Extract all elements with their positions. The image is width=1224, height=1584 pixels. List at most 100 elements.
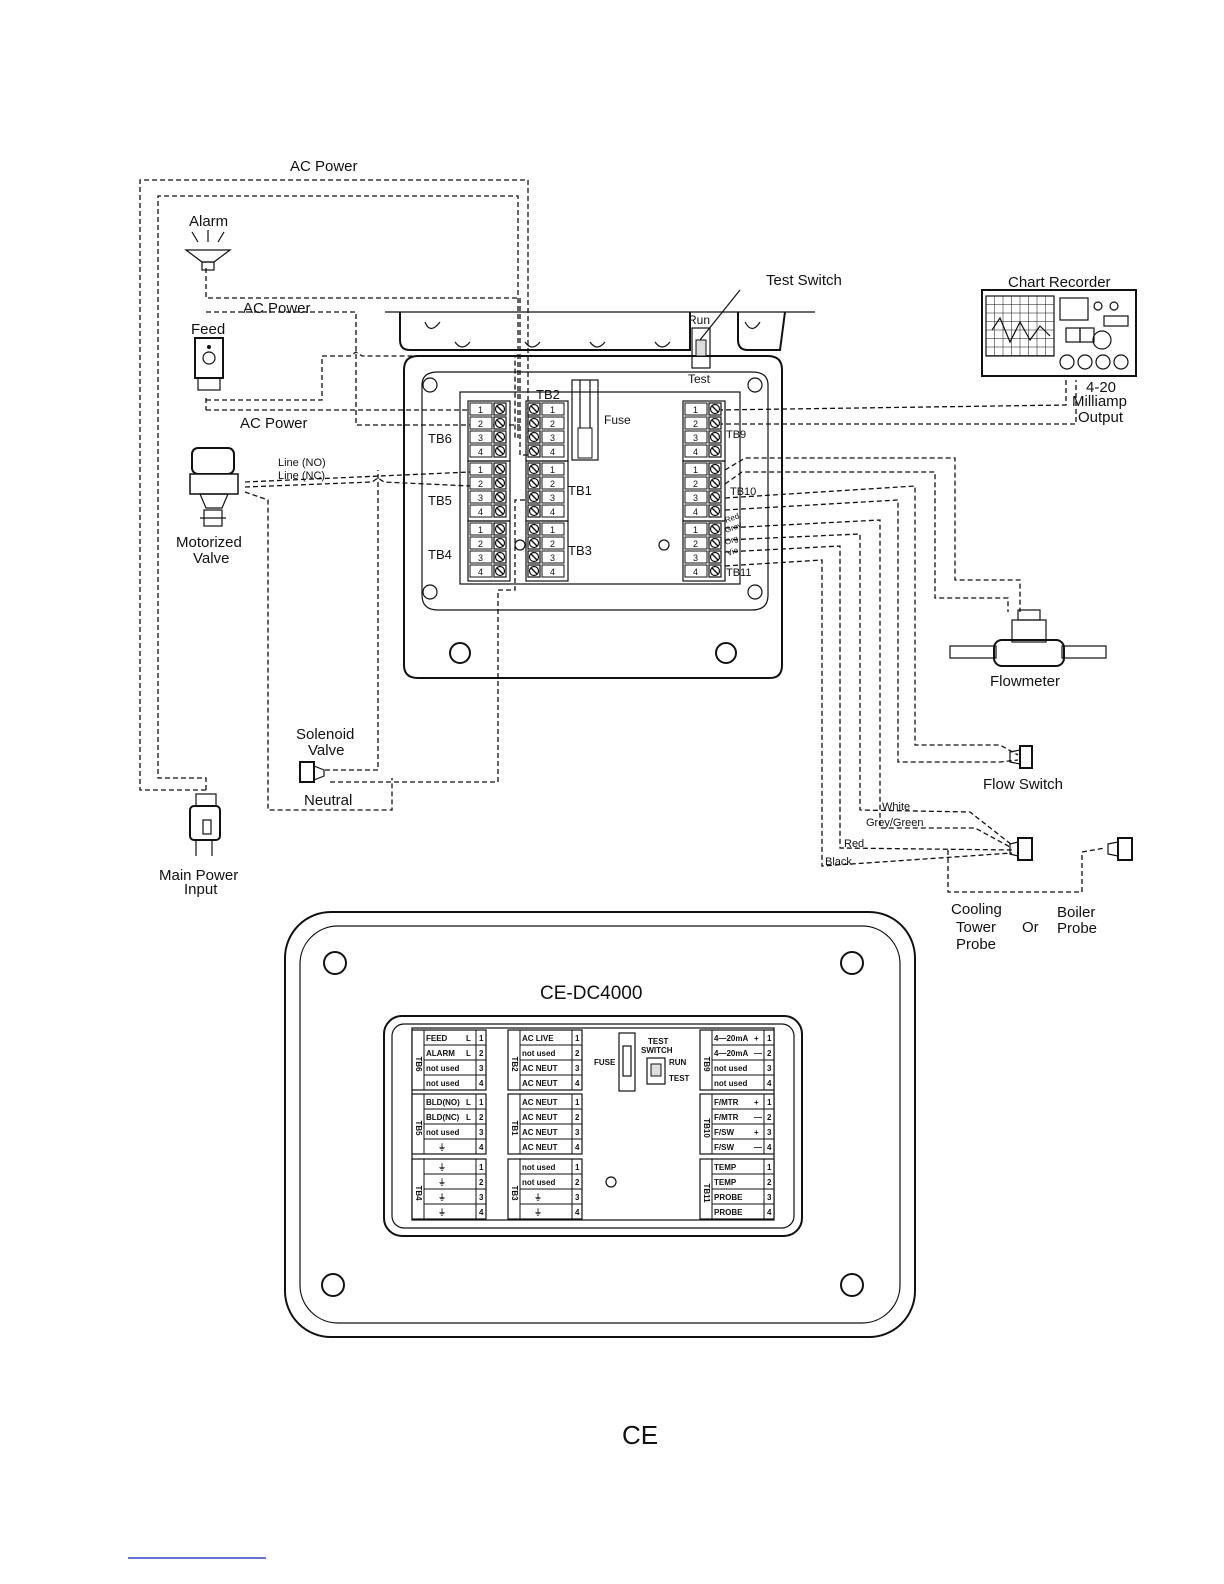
screw-terminal-icon	[708, 504, 722, 518]
panel-row-pin: 4	[575, 1079, 580, 1088]
screw-terminal-icon	[493, 564, 507, 578]
screw-terminal-icon	[708, 522, 722, 536]
pin-number: 2	[550, 539, 555, 549]
panel-row-label: ALARM	[426, 1049, 455, 1058]
cooling-probe-label-3: Probe	[956, 936, 996, 953]
screw-terminal-icon	[708, 416, 722, 430]
solenoid-valve-label-1: Solenoid	[296, 726, 354, 743]
pin-number: 3	[478, 493, 483, 503]
panel-row-pin: 2	[767, 1049, 772, 1058]
panel-row-label: AC NEUT	[522, 1128, 558, 1137]
panel-row-label: 4—20mA	[714, 1034, 748, 1043]
pin-number: 1	[550, 405, 555, 415]
screw-terminal-icon	[493, 430, 507, 444]
tb2-label: TB2	[536, 387, 560, 402]
screw-terminal-icon	[493, 476, 507, 490]
boiler-probe-label-1: Boiler	[1057, 904, 1095, 921]
pin-number: 4	[693, 447, 698, 457]
solenoid-valve-label-2: Valve	[308, 742, 344, 759]
panel-row-polarity: —	[754, 1113, 762, 1122]
panel-row-label: not used	[426, 1079, 459, 1088]
panel-fuse-icon	[618, 1032, 636, 1092]
panel-row-polarity: L	[466, 1098, 471, 1107]
screw-terminal-icon	[493, 490, 507, 504]
panel-row-label: AC NEUT	[522, 1098, 558, 1107]
panel-row-label: TEMP	[714, 1163, 737, 1172]
pin-number: 2	[550, 479, 555, 489]
pin-number: 1	[550, 465, 555, 475]
panel-row-label: not used	[426, 1064, 459, 1073]
panel-row-pin: 1	[575, 1163, 580, 1172]
screw-terminal-icon	[493, 462, 507, 476]
pin-number: 2	[478, 539, 483, 549]
panel-tb5-name: TB5	[414, 1120, 423, 1136]
pin-number: 1	[693, 405, 698, 415]
screw-terminal-icon	[527, 522, 541, 536]
panel-row-pin: 2	[479, 1049, 484, 1058]
tb9-label: TB9	[726, 429, 746, 441]
panel-row-label: F/MTR	[714, 1113, 739, 1122]
panel-row-polarity: L	[466, 1113, 471, 1122]
test-switch-toggle	[695, 339, 707, 357]
pin-number: 4	[478, 567, 483, 577]
wire-vio-tag: Vio	[726, 545, 740, 558]
motorized-valve-icon	[189, 447, 239, 527]
panel-row-pin: 3	[479, 1193, 484, 1202]
screw-terminal-icon	[527, 564, 541, 578]
panel-row-pin: 3	[479, 1064, 484, 1073]
panel-row-pin: 4	[767, 1208, 772, 1217]
screw-terminal-icon	[527, 504, 541, 518]
panel-tb3-name: TB3	[510, 1185, 519, 1201]
panel-row-polarity: —	[754, 1143, 762, 1152]
tb3-label: TB3	[568, 543, 592, 558]
line-no-label: Line (NO)	[278, 457, 326, 469]
ground-icon: ⏚	[438, 1163, 446, 1172]
panel-switch-icon	[646, 1057, 666, 1085]
pin-number: 3	[550, 433, 555, 443]
panel-row-pin: 1	[767, 1163, 772, 1172]
screw-terminal-icon	[708, 430, 722, 444]
cooling-tower-probe-icon	[1009, 837, 1033, 861]
pin-number: 2	[693, 539, 698, 549]
screw-terminal-icon	[493, 444, 507, 458]
panel-row-pin: 4	[767, 1143, 772, 1152]
panel-row-pin: 3	[767, 1193, 772, 1202]
panel-row-label: not used	[426, 1128, 459, 1137]
milliamp-label-3: Output	[1078, 409, 1124, 426]
panel-row-pin: 3	[767, 1128, 772, 1137]
ac-power-label-top: AC Power	[290, 158, 358, 175]
panel-tb9-name: TB9	[702, 1056, 711, 1072]
panel-row-label: AC NEUT	[522, 1079, 558, 1088]
panel-row-label: FEED	[426, 1034, 448, 1043]
panel-row-polarity: +	[754, 1034, 759, 1043]
cooling-probe-label-1: Cooling	[951, 901, 1002, 918]
screw-terminal-icon	[493, 550, 507, 564]
model-title: CE-DC4000	[540, 983, 642, 1004]
panel-row-pin: 4	[479, 1208, 484, 1217]
label-panel: CE-DC4000 FUSE TEST SWITCH RUN TEST TB6F…	[284, 911, 916, 1338]
motorized-valve-label-2: Valve	[193, 550, 229, 567]
panel-tb4-table: TB4⏚1⏚2⏚3⏚4	[411, 1158, 487, 1220]
ac-power-label-low: AC Power	[240, 415, 308, 432]
panel-row-polarity: +	[754, 1128, 759, 1137]
screw-terminal-icon	[493, 416, 507, 430]
ground-icon: ⏚	[438, 1178, 446, 1187]
panel-run-label: RUN	[669, 1058, 687, 1067]
panel-row-pin: 1	[479, 1034, 484, 1043]
ac-power-label-mid: AC Power	[243, 300, 311, 317]
pin-number: 2	[693, 419, 698, 429]
panel-tb10-name: TB10	[702, 1118, 711, 1138]
panel-row-pin: 4	[479, 1079, 484, 1088]
pin-number: 4	[550, 447, 555, 457]
screw-terminal-icon	[708, 550, 722, 564]
panel-row-pin: 4	[767, 1079, 772, 1088]
screw-terminal-icon	[708, 536, 722, 550]
screw-terminal-icon	[527, 462, 541, 476]
panel-row-pin: 4	[479, 1143, 484, 1152]
screw-terminal-icon	[527, 430, 541, 444]
ground-icon: ⏚	[438, 1143, 446, 1152]
test-switch-body	[691, 327, 711, 369]
